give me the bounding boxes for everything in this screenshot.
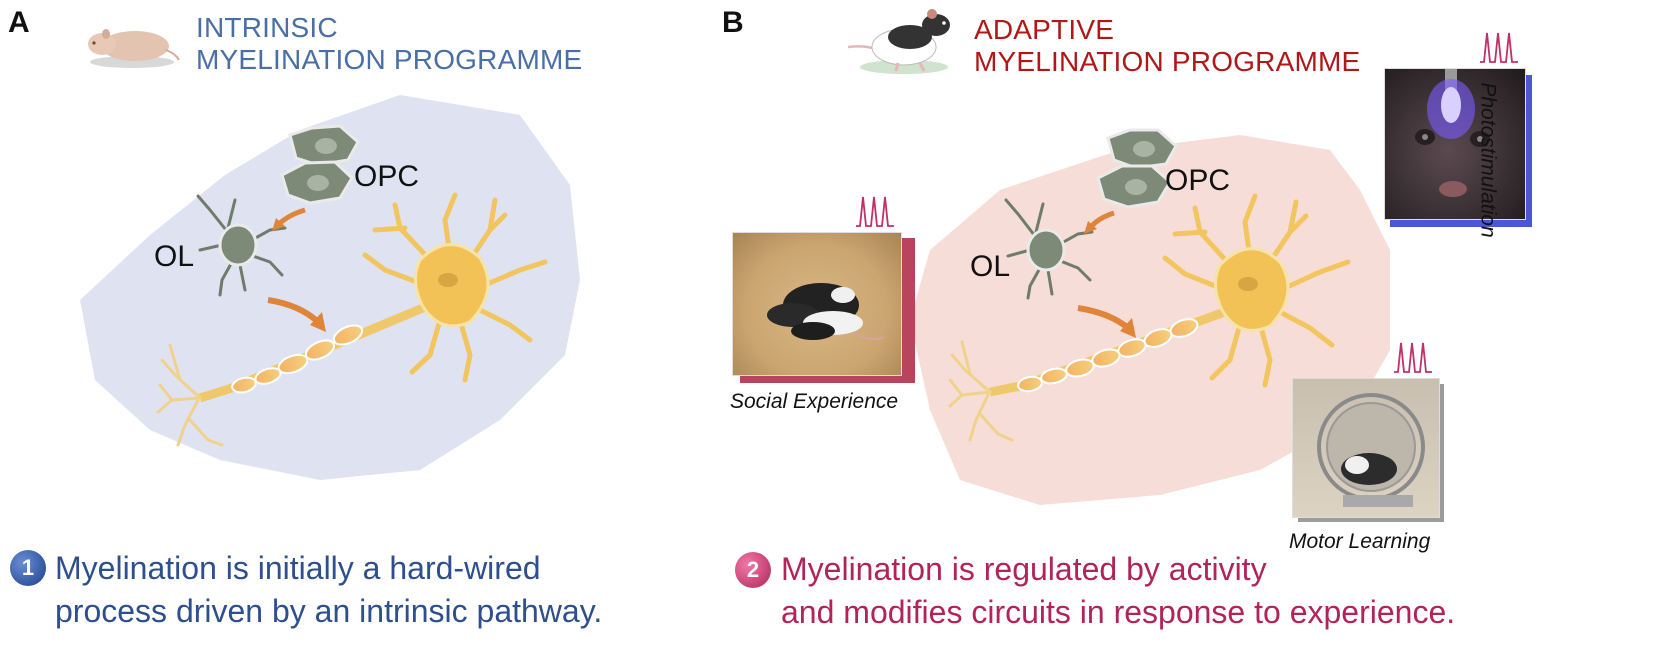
panel-b-opc-label: OPC	[1165, 164, 1230, 197]
summary-b-line2: and modifies circuits in response to exp…	[781, 594, 1456, 630]
panel-b-diagram: OPC OL	[856, 32, 1518, 505]
summary-a-line1: Myelination is initially a hard-wired	[55, 550, 541, 586]
social-experience-photo	[732, 232, 902, 376]
panel-a-letter: A	[8, 6, 30, 39]
panel-a-title-line1: INTRINSIC	[196, 12, 338, 43]
panel-b-title-line1: ADAPTIVE	[974, 14, 1115, 45]
panel-a-background-blob	[80, 95, 580, 480]
opc-cell-icon	[1106, 128, 1178, 170]
summary-a-badge: 1	[10, 550, 46, 586]
adult-rat-icon	[847, 9, 950, 74]
motor-learning-caption: Motor Learning	[1289, 530, 1431, 553]
spike-train-icon	[1394, 342, 1432, 373]
panel-a-title-line2: MYELINATION PROGRAMME	[196, 44, 583, 75]
photostimulation-photo	[1384, 68, 1526, 220]
motor-learning-photo	[1292, 378, 1440, 518]
panel-a-ol-label: OL	[154, 240, 194, 273]
panel-a-opc-label: OPC	[354, 160, 419, 193]
social-experience-caption: Social Experience	[730, 390, 899, 413]
oligodendrocyte-icon	[196, 194, 287, 297]
neuron-icon	[948, 193, 1351, 442]
panel-a-diagram: OPC OL	[80, 95, 580, 480]
spike-train-icon	[1480, 32, 1518, 63]
spike-train-icon	[856, 196, 894, 227]
opc-cell-icon	[288, 124, 360, 167]
summary-b-badge: 2	[735, 552, 771, 588]
neuron-icon	[156, 192, 548, 447]
panel-b-ol-label: OL	[970, 250, 1010, 283]
photostimulation-caption: Photostimulation	[1476, 82, 1500, 238]
panel-b-title-line2: MYELINATION PROGRAMME	[974, 46, 1361, 77]
opc-cell-icon	[1096, 164, 1172, 209]
panel-b-letter: B	[722, 6, 744, 39]
opc-cell-icon	[280, 160, 354, 205]
pup-mouse-icon	[88, 29, 180, 68]
summary-b-line1: Myelination is regulated by activity	[781, 551, 1267, 587]
oligodendrocyte-icon	[1004, 198, 1094, 300]
summary-a-line2: process driven by an intrinsic pathway.	[55, 593, 603, 629]
